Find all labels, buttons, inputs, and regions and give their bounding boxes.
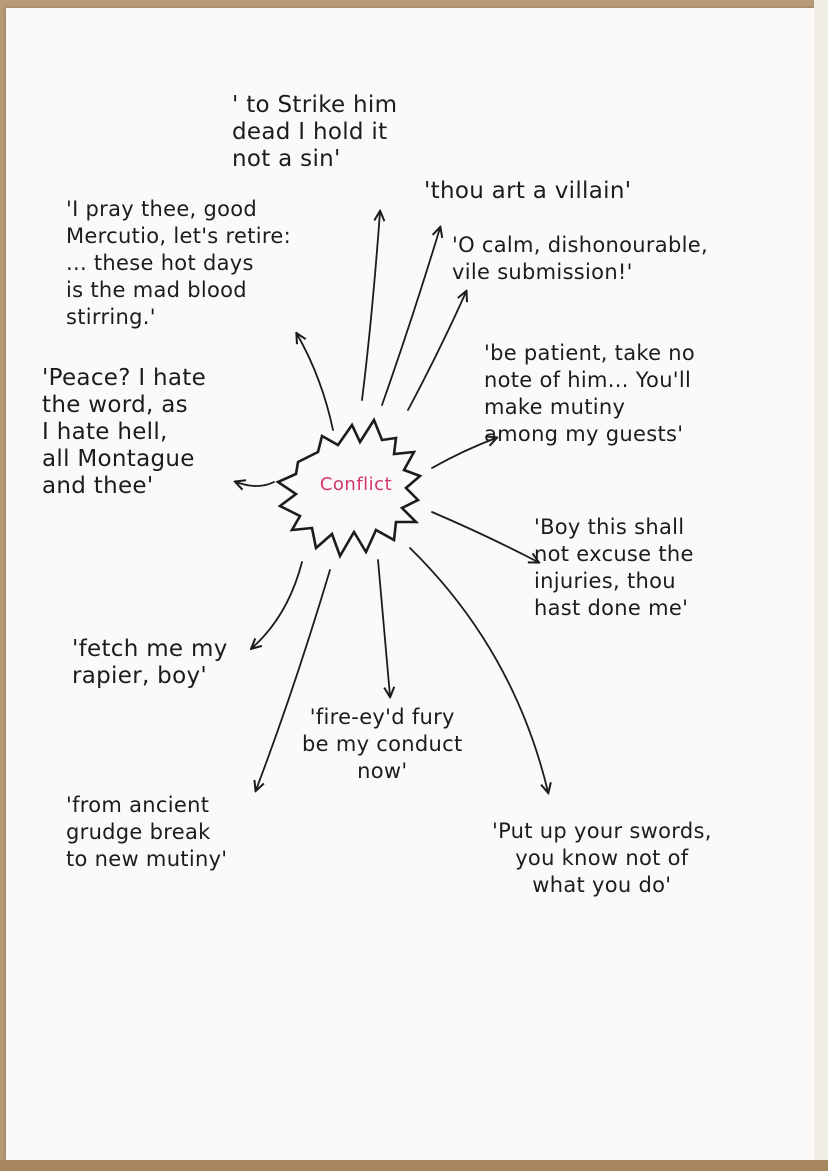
arrow-to-calm — [407, 292, 466, 411]
quote-pray: 'I pray thee, good Mercutio, let's retir… — [66, 197, 291, 329]
center-topic-label: Conflict — [319, 474, 393, 495]
quote-calm: 'O calm, dishonourable, vile submission!… — [452, 233, 708, 284]
arrow-to-patient — [431, 438, 496, 469]
arrow-to-pray — [297, 334, 334, 431]
quote-boy: 'Boy this shall not excuse the injuries,… — [534, 515, 694, 620]
quote-villain: 'thou art a villain' — [424, 178, 632, 204]
quote-peace: 'Peace? I hate the word, as I hate hell,… — [42, 365, 207, 499]
paper-sheet — [6, 8, 814, 1160]
table-surface — [0, 1160, 828, 1171]
quote-patient: 'be patient, take no note of him... You'… — [484, 341, 696, 446]
quote-swords: 'Put up your swords, you know not of wha… — [492, 819, 712, 897]
quote-fetch: 'fetch me my rapier, boy' — [72, 636, 228, 689]
paper-edge — [814, 0, 828, 1171]
conflict-burst-shape — [275, 417, 423, 560]
arrow-to-villain — [381, 228, 440, 406]
quote-ancient: 'from ancient grudge break to new mutiny… — [66, 793, 228, 871]
arrow-to-peace — [236, 482, 275, 486]
quote-strike: ' to Strike him dead I hold it not a sin… — [232, 92, 398, 172]
quote-fire: 'fire-ey'd fury be my conduct now' — [302, 705, 463, 783]
arrow-to-swords — [409, 547, 548, 792]
arrow-to-fetch — [252, 561, 303, 648]
arrow-to-fire — [377, 559, 390, 696]
arrow-to-strike — [361, 212, 380, 401]
arrow-to-boy — [431, 511, 538, 562]
arrow-to-ancient — [256, 569, 331, 790]
